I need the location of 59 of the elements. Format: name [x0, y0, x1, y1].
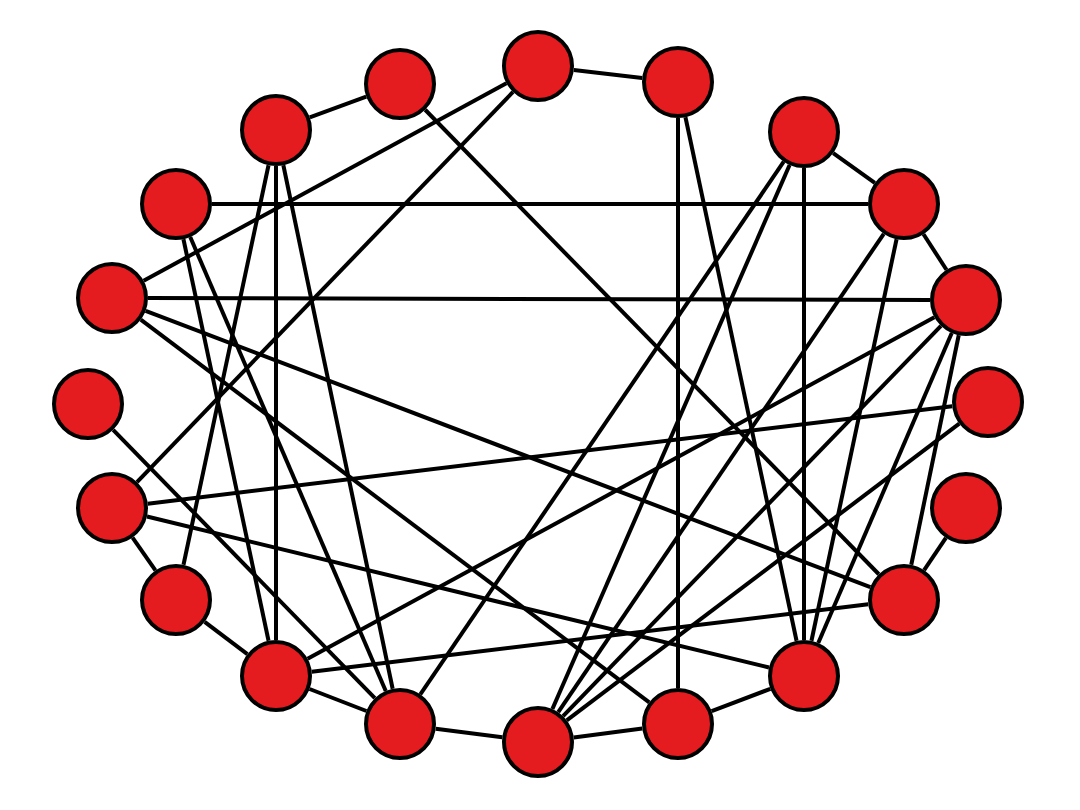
graph-vertex: [768, 640, 840, 712]
connector-line: [909, 334, 961, 566]
connector-line: [147, 404, 953, 506]
graph-vertex: [52, 368, 124, 440]
connector-line: [802, 168, 806, 640]
connector-line: [683, 116, 799, 642]
connector-line: [573, 68, 643, 80]
connector-line: [144, 308, 872, 590]
connector-line: [139, 318, 651, 704]
connector-line: [148, 296, 930, 302]
connector-line: [181, 164, 271, 566]
graph-vertex: [240, 94, 312, 166]
connector-line: [142, 81, 508, 283]
connector-line: [146, 514, 770, 670]
connector-line: [832, 151, 876, 185]
connector-line: [308, 687, 368, 713]
graph-vertex: [768, 96, 840, 168]
graph-vertex: [76, 262, 148, 334]
connector-line: [418, 160, 786, 696]
connector-line: [135, 90, 515, 484]
graph-vertex: [140, 168, 212, 240]
graph-vertex: [642, 688, 714, 760]
connector-line: [809, 238, 899, 642]
connector-line: [203, 620, 249, 656]
connector-line: [212, 202, 868, 206]
graph-vertex: [642, 46, 714, 118]
connector-line: [188, 236, 388, 692]
graph-vertex: [930, 472, 1002, 544]
graph-vertex: [364, 688, 436, 760]
connector-line: [274, 166, 278, 640]
graph-vertex: [364, 48, 436, 120]
connector-line: [435, 726, 503, 740]
connector-line: [423, 108, 881, 576]
connector-line: [306, 315, 936, 661]
connector-line: [565, 422, 961, 722]
connector-line: [181, 238, 271, 642]
connector-line: [281, 164, 395, 690]
graph-vertex: [952, 366, 1024, 438]
connector-line: [556, 232, 886, 714]
graph-vertex: [930, 264, 1002, 336]
connector-line: [311, 602, 869, 674]
connector-line: [676, 118, 680, 688]
graph-vertex: [240, 640, 312, 712]
graph-vertex: [502, 706, 574, 778]
connector-line: [573, 726, 643, 740]
connector-line: [111, 428, 377, 700]
connector-line: [561, 324, 943, 718]
graph-vertex: [868, 168, 940, 240]
connector-line: [309, 94, 367, 120]
graph-vertex: [868, 564, 940, 636]
connector-line: [921, 233, 949, 271]
connector-line: [816, 332, 954, 644]
connector-line: [710, 686, 772, 714]
graph-vertex: [502, 30, 574, 102]
graph-vertex: [76, 472, 148, 544]
connector-line: [550, 164, 792, 710]
connector-line: [922, 536, 948, 572]
connector-line: [130, 536, 158, 572]
graph-vertex: [140, 564, 212, 636]
